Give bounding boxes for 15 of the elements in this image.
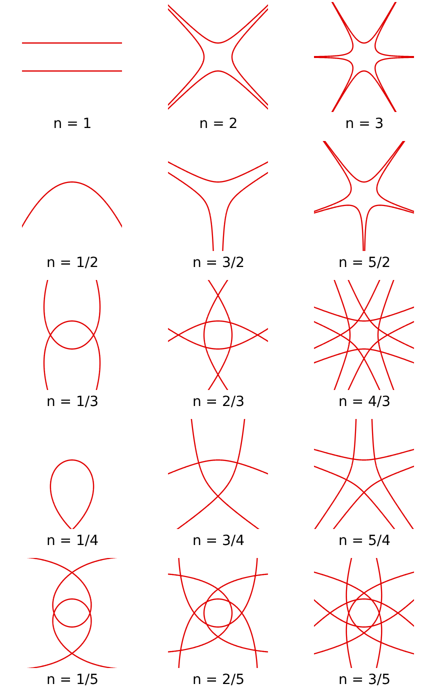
curve-caption: n = 1 [53,116,92,132]
curve-caption: n = 2/3 [192,394,245,410]
curve-caption: n = 1/4 [46,533,99,549]
curve-caption: n = 3/4 [192,533,245,549]
curve-caption: n = 1/5 [46,672,99,688]
curve-caption: n = 3 [345,116,384,132]
curve-caption: n = 4/3 [338,394,391,410]
curve-caption: n = 2 [199,116,238,132]
curve-caption: n = 1/3 [46,394,99,410]
curve-caption: n = 5/4 [338,533,391,549]
curve-caption: n = 3/2 [192,255,245,271]
curve-caption: n = 3/5 [338,672,391,688]
curve-caption: n = 5/2 [338,255,391,271]
curve-caption: n = 2/5 [192,672,245,688]
curve-caption: n = 1/2 [46,255,99,271]
